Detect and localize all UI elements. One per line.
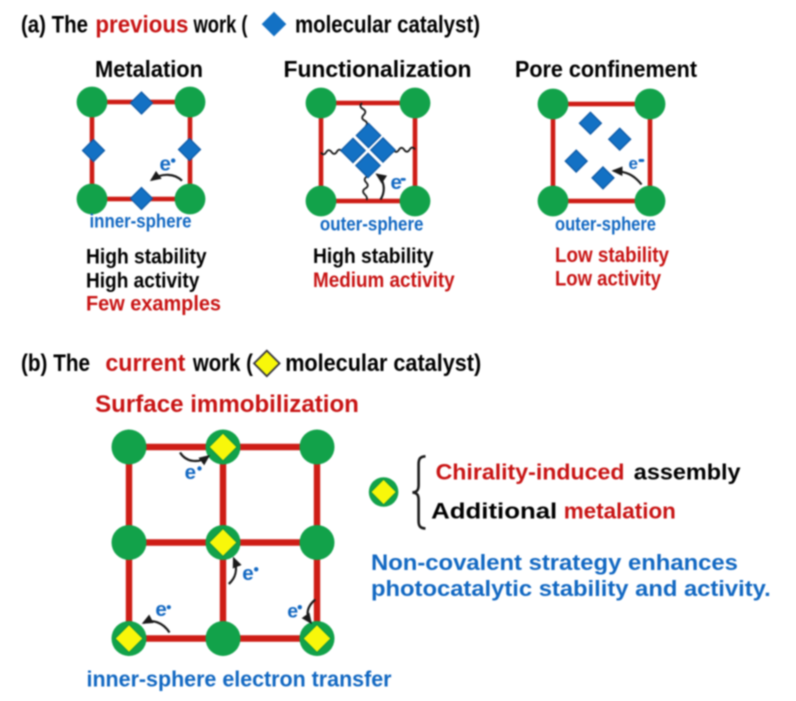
svg-text:Surface immobilization: Surface immobilization: [95, 391, 359, 418]
svg-text:Metalation: Metalation: [95, 56, 203, 82]
svg-text:Non-covalent strategy enhances: Non-covalent strategy enhances: [371, 550, 738, 575]
svg-text:work (: work (: [192, 350, 253, 377]
svg-text:e: e: [185, 461, 196, 484]
svg-text:outer-sphere: outer-sphere: [555, 215, 656, 236]
svg-text:Medium activity: Medium activity: [313, 268, 455, 292]
svg-text:inner-sphere electron transfer: inner-sphere electron transfer: [87, 667, 392, 692]
svg-text:Pore confinement: Pore confinement: [515, 56, 697, 82]
svg-text:e: e: [287, 600, 298, 622]
svg-text:High stability: High stability: [86, 245, 207, 269]
svg-text:outer-sphere: outer-sphere: [320, 215, 424, 236]
svg-text:inner-sphere: inner-sphere: [90, 212, 192, 233]
svg-text:Few examples: Few examples: [86, 291, 221, 315]
svg-text:e: e: [629, 154, 638, 173]
svg-text:(b) The: (b) The: [21, 350, 90, 377]
svg-text:Functionalization: Functionalization: [284, 56, 472, 82]
svg-text:assembly: assembly: [634, 459, 741, 484]
svg-text:work (: work (: [193, 12, 248, 39]
svg-text:Additional: Additional: [431, 498, 557, 523]
svg-text:molecular catalyst): molecular catalyst): [285, 350, 481, 377]
svg-text:Low activity: Low activity: [555, 267, 661, 291]
svg-text:e: e: [242, 562, 253, 585]
svg-text:e: e: [391, 171, 402, 194]
svg-text:High stability: High stability: [313, 244, 434, 268]
svg-text:current: current: [105, 350, 185, 377]
svg-text:previous: previous: [95, 12, 188, 39]
svg-text:Low stability: Low stability: [555, 243, 669, 267]
svg-text:photocatalytic stability and a: photocatalytic stability and activity.: [371, 576, 771, 601]
svg-text:e: e: [155, 598, 166, 621]
svg-text:High activity: High activity: [86, 268, 199, 292]
svg-text:molecular catalyst): molecular catalyst): [295, 12, 480, 39]
svg-text:Chirality-induced: Chirality-induced: [436, 459, 625, 484]
svg-text:metalation: metalation: [564, 498, 676, 523]
svg-text:(a) The: (a) The: [21, 12, 88, 39]
svg-text:e: e: [160, 153, 171, 176]
